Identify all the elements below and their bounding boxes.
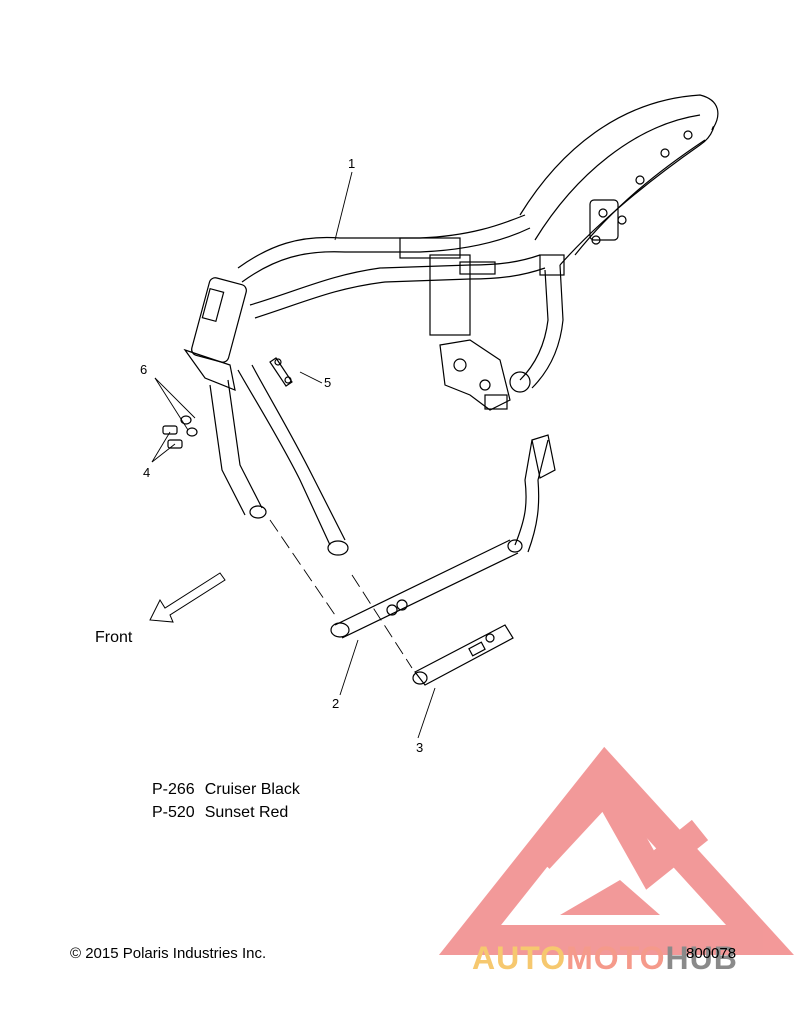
callout-2: 2: [332, 696, 340, 711]
paint-name: Sunset Red: [204, 804, 289, 821]
callout-3: 3: [416, 740, 424, 755]
callout-6: 6: [140, 362, 148, 377]
leader-lines: [151, 171, 436, 739]
lower-rail: [412, 624, 514, 686]
watermark-moto: MOTO: [566, 940, 666, 976]
watermark-logo: [438, 746, 794, 955]
paint-name: Cruiser Black: [204, 781, 300, 798]
watermark-text: AUTOMOTOHUB: [472, 940, 738, 977]
paint-code-row: P-520 Sunset Red: [152, 804, 300, 827]
callout-4: 4: [143, 465, 151, 480]
paint-code: P-520: [152, 804, 195, 821]
paint-code-row: P-266 Cruiser Black: [152, 781, 300, 804]
watermark-hub: HUB: [665, 940, 738, 976]
copyright: © 2015 Polaris Industries Inc.: [70, 945, 267, 962]
main-frame: [183, 94, 719, 556]
front-arrow: [149, 572, 226, 623]
link-plate: [269, 357, 293, 387]
bolts-washers: [162, 415, 198, 449]
callout-1: 1: [348, 156, 356, 171]
part-number: 800078: [686, 945, 737, 962]
callout-5: 5: [324, 375, 332, 390]
watermark-auto: AUTO: [472, 940, 567, 976]
paint-code: P-266: [152, 781, 195, 798]
front-label: Front: [95, 629, 133, 646]
paint-codes: P-266 Cruiser Black P-520 Sunset Red: [152, 781, 300, 827]
lower-crossmember: [330, 434, 556, 639]
